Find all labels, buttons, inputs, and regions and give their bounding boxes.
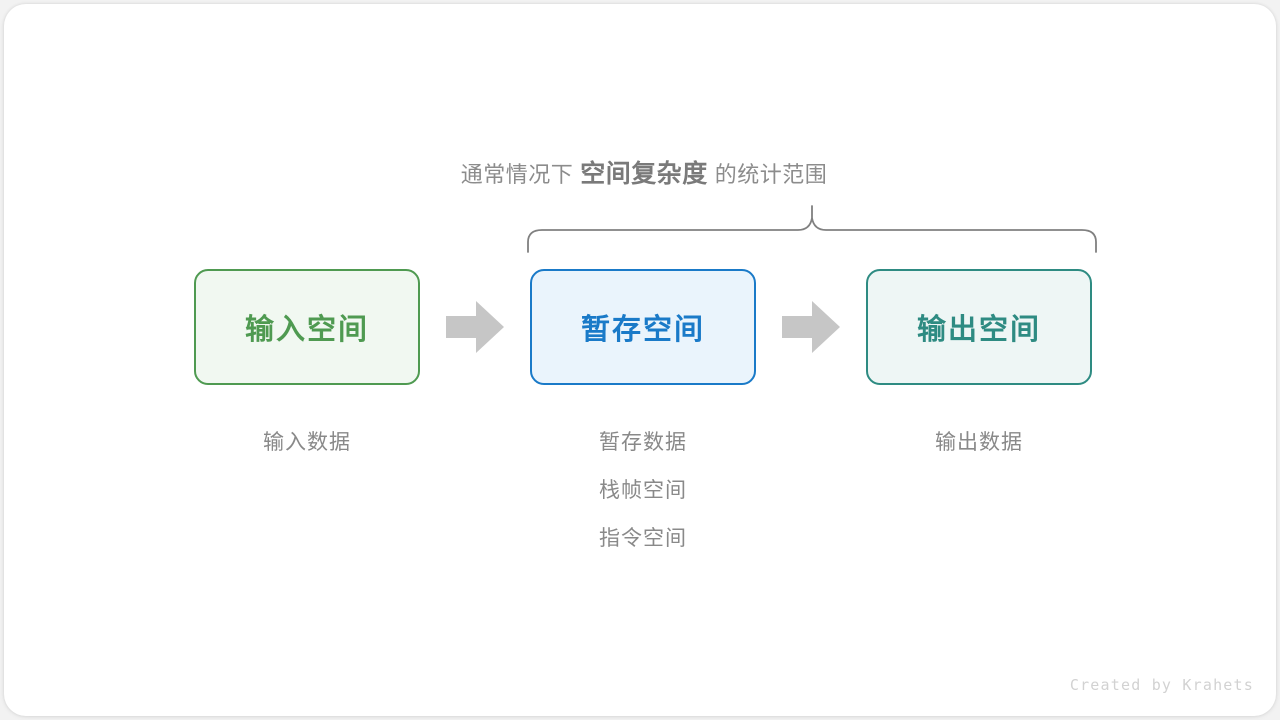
arrow-right-icon: [782, 301, 840, 353]
node-temp-space-label: 暂存空间: [580, 314, 705, 346]
sublabel-item: 栈帧空间: [599, 479, 687, 502]
node-input-space[interactable]: 输入空间: [194, 269, 420, 385]
caption-prefix: 通常情况下: [460, 162, 574, 187]
node-output-space-label: 输出空间: [916, 314, 1041, 346]
sublabels-temp-space: 暂存数据 栈帧空间 指令空间: [530, 419, 756, 563]
sublabel-item: 暂存数据: [599, 431, 687, 454]
credit-text: Created by Krahets: [1069, 676, 1254, 694]
sublabels-output-space: 输出数据: [866, 419, 1092, 467]
sublabels-input-space: 输入数据: [194, 419, 420, 467]
diagram-caption: 通常情况下空间复杂度的统计范围: [4, 154, 1280, 190]
flow-row: 输入空间 暂存空间 输出空间: [4, 269, 1280, 387]
node-input-space-label: 输入空间: [244, 314, 369, 346]
curly-brace-up-icon: [527, 205, 1097, 253]
caption-suffix: 的统计范围: [714, 162, 828, 187]
sublabel-item: 输出数据: [935, 431, 1023, 454]
arrow-right-icon: [446, 301, 504, 353]
node-output-space[interactable]: 输出空间: [866, 269, 1092, 385]
diagram-card: 通常情况下空间复杂度的统计范围 输入空间 暂存空间 输出空间: [4, 4, 1276, 716]
sublabel-item: 输入数据: [263, 431, 351, 454]
caption-emphasis: 空间复杂度: [580, 160, 708, 188]
sublabel-item: 指令空间: [599, 527, 687, 550]
node-temp-space[interactable]: 暂存空间: [530, 269, 756, 385]
